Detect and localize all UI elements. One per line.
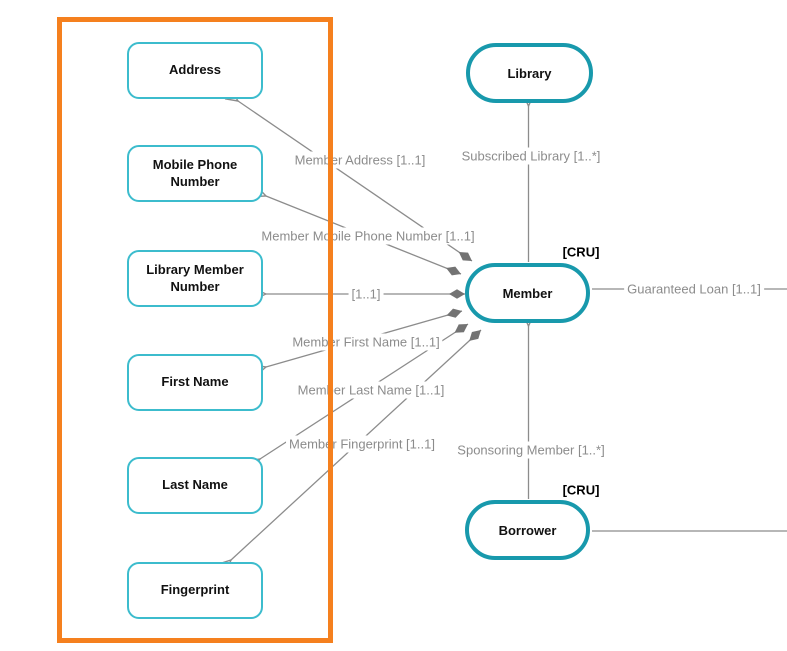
attribute-label: Address (168, 62, 222, 78)
attribute-label: Library Member Number (146, 262, 244, 294)
edge-label-member-library-member-number[interactable]: [1..1] (348, 285, 384, 303)
attribute-box-library-member-number[interactable]: Library Member Number (127, 250, 263, 307)
edge-label-subscribed-library[interactable]: Subscribed Library [1..*] (458, 147, 604, 165)
attribute-box-address[interactable]: Address (127, 42, 263, 99)
entity-label: Borrower (498, 522, 557, 538)
attribute-label: Fingerprint (160, 582, 230, 598)
entity-label: Member (502, 285, 553, 301)
crud-badge-member: [CRU] (562, 244, 600, 260)
edge-label-sponsoring-member[interactable]: Sponsoring Member [1..*] (454, 441, 608, 459)
edge-label-member-mobile-phone-number[interactable]: Member Mobile Phone Number [1..1] (258, 227, 478, 245)
attribute-label: Mobile Phone Number (152, 157, 238, 189)
entity-label: Library (507, 65, 552, 81)
entity-member[interactable]: Member (465, 263, 590, 323)
attribute-label: Last Name (162, 477, 228, 493)
attribute-box-first-name[interactable]: First Name (127, 354, 263, 411)
edge-label-member-address[interactable]: Member Address [1..1] (291, 151, 429, 169)
attribute-label: First Name (161, 374, 229, 390)
entity-borrower[interactable]: Borrower (465, 500, 590, 560)
attribute-box-last-name[interactable]: Last Name (127, 457, 263, 514)
crud-badge-borrower: [CRU] (562, 482, 600, 498)
attribute-box-fingerprint[interactable]: Fingerprint (127, 562, 263, 619)
edge-label-member-fingerprint[interactable]: Member Fingerprint [1..1] (286, 435, 438, 453)
edge-label-member-last-name[interactable]: Member Last Name [1..1] (294, 381, 448, 399)
edge-label-guaranteed-loan[interactable]: Guaranteed Loan [1..1] (624, 280, 764, 298)
edge-label-member-first-name[interactable]: Member First Name [1..1] (289, 333, 443, 351)
attribute-box-mobile-phone-number[interactable]: Mobile Phone Number (127, 145, 263, 202)
entity-library[interactable]: Library (466, 43, 593, 103)
